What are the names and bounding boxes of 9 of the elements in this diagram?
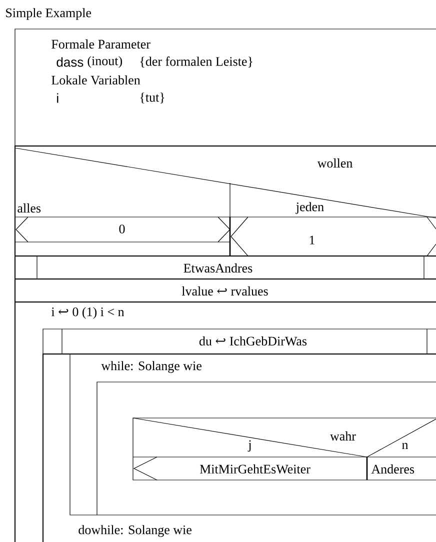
call-box: du ↩ IchGebDirWas [42, 328, 436, 354]
case-branch-box: 1 [229, 216, 436, 256]
branch-box: MitMirGehtEsWeiter [133, 456, 310, 480]
call-box: EtwasAndres [14, 256, 436, 280]
statement-box: lvalue ↩ rvalues [14, 278, 436, 302]
branch-box: Anderes [366, 457, 414, 480]
case-branch-box: 0 [14, 216, 230, 242]
title: Simple Example [6, 8, 92, 20]
declaration-box: Formale Parameter dass (inout) {der formalen Leiste} Lokale Variablen i {tut} [14, 28, 436, 146]
